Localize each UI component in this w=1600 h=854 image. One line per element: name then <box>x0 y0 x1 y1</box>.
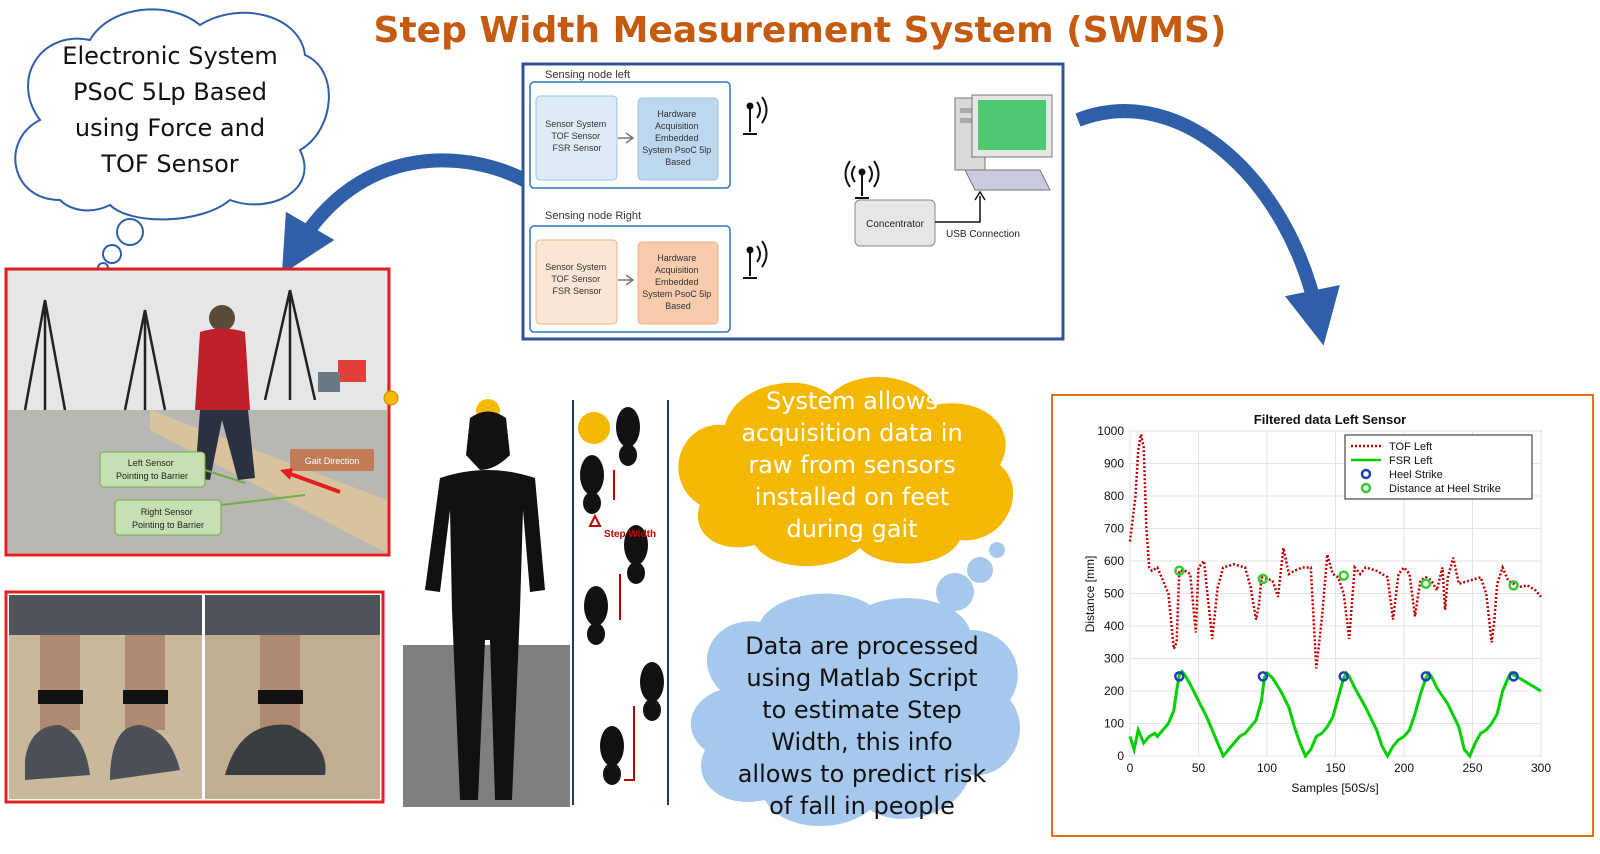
cloud-line: Width, this info <box>771 728 953 756</box>
thought-bubbles <box>936 542 1005 611</box>
processing-cloud <box>690 593 1021 827</box>
y-tick-label: 1000 <box>1097 424 1124 438</box>
marker-point <box>1257 671 1269 682</box>
legend-entry: TOF Left <box>1389 441 1432 453</box>
antenna-icon <box>743 240 768 279</box>
cloud-line: raw from sensors <box>748 451 956 479</box>
processing-text: Data are processed using Matlab Script t… <box>722 630 1002 822</box>
y-tick-label: 200 <box>1104 684 1124 698</box>
marker-point <box>1508 671 1519 682</box>
left-node-title: Sensing node left <box>545 69 630 81</box>
cloud-line: to estimate Step <box>762 696 962 724</box>
right-hardware-box-text: Hardware Acquisition Embedded System Pso… <box>642 253 714 311</box>
marker-point <box>1420 671 1432 682</box>
cloud-line: using Matlab Script <box>746 664 978 692</box>
gait-direction-label: Gait Direction <box>305 456 360 466</box>
x-tick-label: 150 <box>1325 761 1345 775</box>
series-line <box>1128 669 1542 760</box>
legend-swatch <box>1360 468 1372 480</box>
block-diagram: Sensing node left Sensor System TOF Sens… <box>521 62 1065 341</box>
usb-connection-label: USB Connection <box>946 229 1020 240</box>
right-node-title: Sensing node Right <box>545 210 641 222</box>
marker-point <box>1174 565 1185 576</box>
cloud-line: of fall in people <box>769 792 955 820</box>
cloud-line: allows to predict risk <box>737 760 987 788</box>
legend-entry: Distance at Heel Strike <box>1389 483 1501 495</box>
x-tick-label: 300 <box>1531 761 1551 775</box>
right-sensor-callout: Right Sensor Pointing to Barrier <box>132 507 204 530</box>
right-sensor-box-text: Sensor System TOF Sensor FSR Sensor <box>545 262 609 296</box>
ankle-photo <box>4 590 385 804</box>
marker-point <box>1420 578 1432 589</box>
left-sensor-callout: Left Sensor Pointing to Barrier <box>116 458 188 481</box>
arrow-to-chart <box>1075 104 1340 346</box>
page-title: Step Width Measurement System (SWMS) <box>373 10 1227 51</box>
series-line <box>1128 434 1542 669</box>
y-axis-label: Distance [mm] <box>1083 556 1097 633</box>
chart-ticks: 0 50 100 150 200 250 300 0 100 200 300 400 500 600 700… <box>1097 424 1551 775</box>
antenna-icon <box>743 96 768 135</box>
gait-photo: Left Sensor Pointing to Barrier Right Se… <box>4 267 391 557</box>
y-tick-label: 500 <box>1104 587 1124 601</box>
left-sensor-box-text: Sensor System TOF Sensor FSR Sensor <box>545 119 609 153</box>
cloud-line: during gait <box>786 515 918 543</box>
y-tick-label: 900 <box>1104 457 1124 471</box>
electronic-system-cloud <box>14 8 330 274</box>
legend-entry: FSR Left <box>1389 455 1432 467</box>
marker-point <box>1338 671 1349 682</box>
x-tick-label: 50 <box>1192 761 1206 775</box>
cloud-line: acquisition data in <box>741 419 963 447</box>
concentrator-label: Concentrator <box>866 219 924 230</box>
electronic-system-text: Electronic System PSoC 5Lp Based using F… <box>40 38 300 182</box>
cloud-line: TOF Sensor <box>101 150 239 178</box>
y-tick-label: 0 <box>1117 749 1124 763</box>
y-tick-label: 600 <box>1104 554 1124 568</box>
y-tick-label: 800 <box>1104 489 1124 503</box>
cloud-line: installed on feet <box>754 483 950 511</box>
y-tick-label: 700 <box>1104 522 1124 536</box>
x-axis-label: Samples [50S/s] <box>1291 781 1378 795</box>
footprints-panel: Step Width <box>572 400 669 805</box>
marker-point <box>1174 671 1185 682</box>
cloud-line: Data are processed <box>745 632 979 660</box>
y-tick-label: 100 <box>1104 717 1124 731</box>
step-width-label: Step Width <box>604 529 656 540</box>
arrow-to-photo <box>281 153 532 275</box>
x-tick-label: 100 <box>1257 761 1277 775</box>
cloud-line: Electronic System <box>62 42 278 70</box>
cloud-line: PSoC 5Lp Based <box>73 78 267 106</box>
x-tick-label: 250 <box>1462 761 1482 775</box>
marker-point <box>1508 580 1519 591</box>
marker-point <box>1257 573 1269 585</box>
chart-panel: Filtered data Left Sensor 0 50 100 150 200 25… <box>1051 394 1594 837</box>
left-hardware-box-text: Hardware Acquisition Embedded System Pso… <box>642 109 714 167</box>
antenna-icon <box>844 160 880 199</box>
acquisition-text: System allows acquisition data in raw fr… <box>722 385 982 545</box>
y-tick-label: 300 <box>1104 652 1124 666</box>
walking-silhouette <box>383 390 570 807</box>
chart-series <box>1128 434 1542 760</box>
legend-swatch <box>1360 482 1372 494</box>
cloud-line: using Force and <box>74 114 266 142</box>
chart-title: Filtered data Left Sensor <box>1254 412 1406 427</box>
computer-icon <box>954 94 1053 191</box>
marker-point <box>1338 570 1349 581</box>
y-tick-label: 400 <box>1104 619 1124 633</box>
acquisition-cloud <box>678 376 1014 567</box>
cloud-line: System allows <box>766 387 938 415</box>
x-tick-label: 200 <box>1394 761 1414 775</box>
legend-entry: Heel Strike <box>1389 469 1443 481</box>
x-tick-label: 0 <box>1127 761 1134 775</box>
